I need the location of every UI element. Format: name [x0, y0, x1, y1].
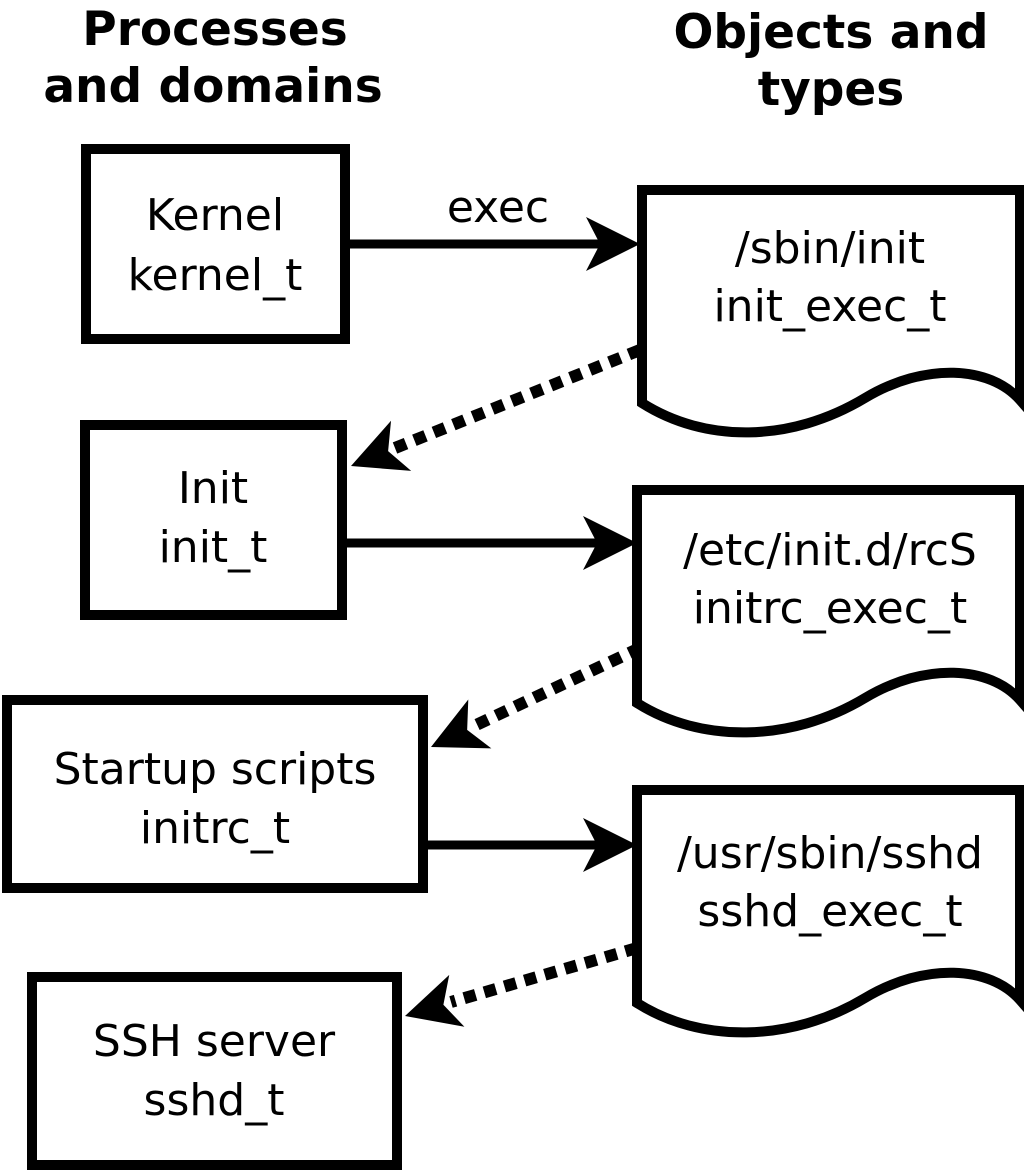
process-label: SSH server	[93, 1016, 336, 1067]
dotted-line	[392, 344, 643, 454]
process-label: Kernel	[146, 190, 284, 241]
document-shape	[632, 485, 1024, 738]
right-column-header-line2: types	[758, 62, 905, 117]
process-box-kernel: Kernel kernel_t	[81, 144, 350, 344]
object-type: initrc_exec_t	[693, 583, 967, 634]
document-shape	[632, 785, 1024, 1038]
box-outline	[81, 144, 350, 344]
object-path: /usr/sbin/sshd	[677, 828, 983, 879]
process-label: Init	[178, 463, 248, 514]
arrowhead-icon	[583, 818, 637, 872]
transition-arrow-initrc-exec-to-initrc	[431, 642, 643, 749]
arrowhead-icon	[431, 699, 492, 749]
box-outline	[80, 420, 347, 620]
object-path: /sbin/init	[735, 223, 925, 274]
exec-arrow-init-to-rcS	[347, 516, 637, 570]
box-outline	[27, 972, 402, 1170]
box-outline	[2, 695, 428, 893]
arrowhead-icon	[351, 420, 412, 471]
left-column-header-line2: and domains	[43, 59, 382, 114]
process-box-startup-scripts: Startup scripts initrc_t	[2, 695, 428, 893]
transition-arrow-init-exec-to-init	[351, 344, 643, 471]
process-box-init: Init init_t	[80, 420, 347, 620]
left-column-header-line1: Processes	[82, 2, 347, 57]
arrowhead-icon	[583, 516, 637, 570]
right-column-header-line1: Objects and	[673, 5, 988, 60]
exec-label: exec	[447, 182, 549, 233]
object-type: sshd_exec_t	[697, 886, 962, 937]
arrowhead-icon	[586, 217, 640, 271]
arrowhead-icon	[405, 974, 465, 1027]
transition-arrow-sshd-exec-to-sshd	[405, 942, 639, 1027]
object-document-usr-sbin-sshd: /usr/sbin/sshd sshd_exec_t	[632, 785, 1024, 1038]
object-document-etc-initd-rcS: /etc/init.d/rcS initrc_exec_t	[632, 485, 1024, 738]
process-domain: kernel_t	[128, 250, 303, 301]
object-document-sbin-init: /sbin/init init_exec_t	[637, 185, 1024, 438]
process-box-ssh-server: SSH server sshd_t	[27, 972, 402, 1170]
dotted-line	[449, 942, 639, 1008]
process-domain: sshd_t	[144, 1075, 285, 1126]
process-domain: init_t	[159, 522, 268, 573]
object-type: init_exec_t	[713, 281, 946, 332]
object-path: /etc/init.d/rcS	[683, 525, 977, 576]
document-shape	[637, 185, 1024, 438]
exec-arrow-kernel-to-sbin-init: exec	[350, 182, 640, 271]
exec-arrow-initrc-to-sshd	[428, 818, 637, 872]
process-domain: initrc_t	[140, 803, 290, 854]
process-label: Startup scripts	[54, 744, 377, 795]
dotted-line	[471, 642, 643, 732]
